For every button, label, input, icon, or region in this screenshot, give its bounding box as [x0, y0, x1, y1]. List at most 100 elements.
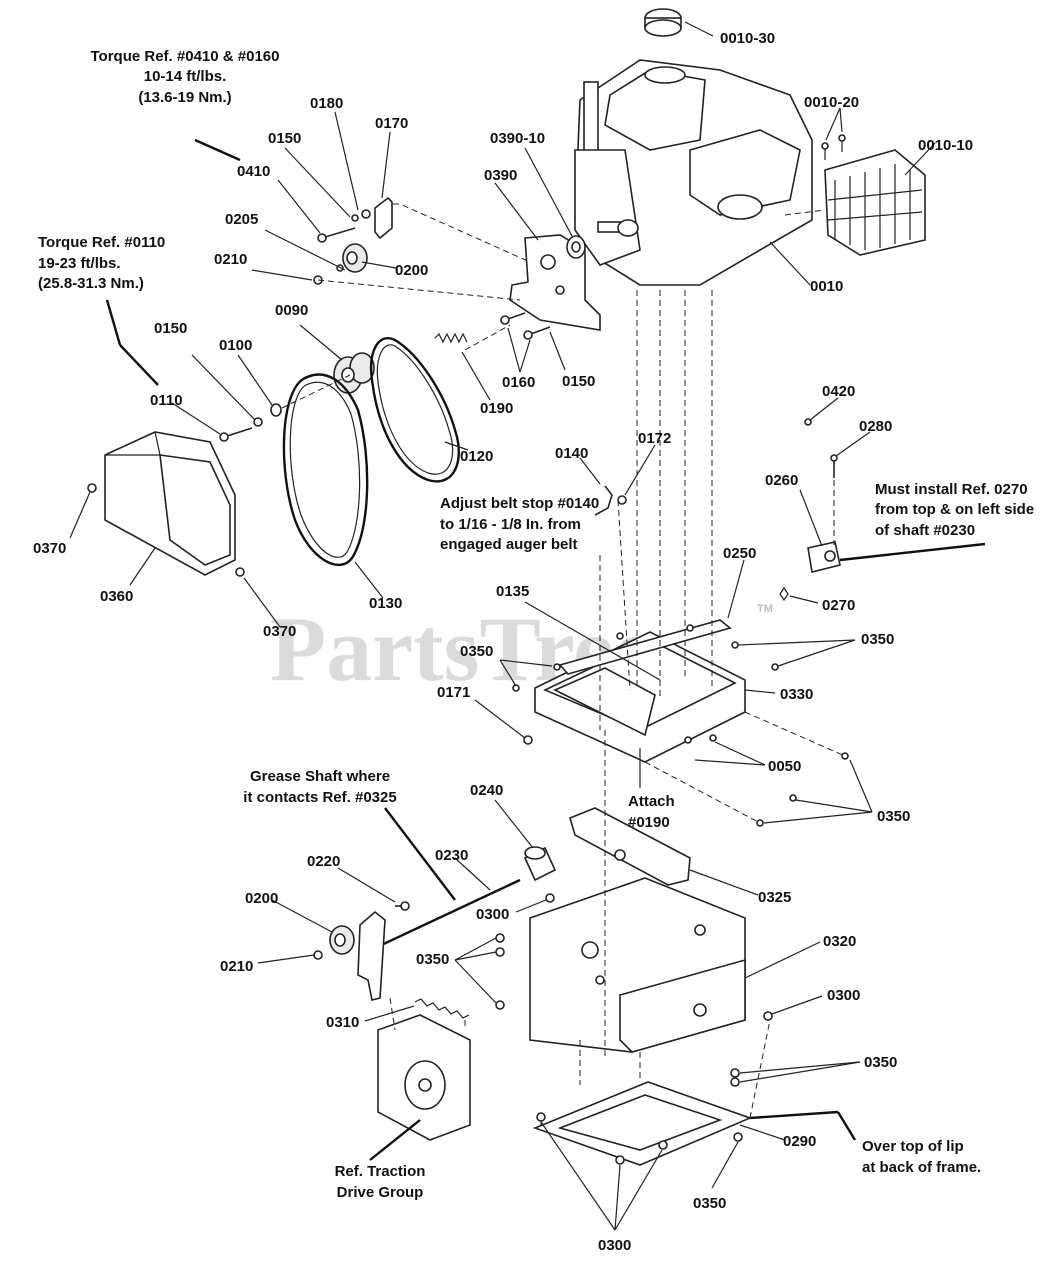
traction-drive-assembly	[377, 1014, 471, 1141]
note-over-lip: Over top of lip at back of frame.	[862, 1138, 981, 1176]
svg-text:at back of frame.: at back of frame.	[862, 1159, 981, 1176]
label-0280: 0280	[859, 418, 892, 435]
svg-text:(25.8-31.3 Nm.): (25.8-31.3 Nm.)	[38, 275, 144, 292]
bushing-0240	[523, 846, 557, 882]
label-0325: 0325	[758, 889, 791, 906]
label-0140: 0140	[555, 445, 588, 462]
label-0230: 0230	[435, 847, 468, 864]
svg-text:19-23 ft/lbs.: 19-23 ft/lbs.	[38, 255, 121, 272]
label-0170: 0170	[375, 115, 408, 132]
drive-belt-0130	[282, 373, 369, 567]
label-0300-bottom: 0300	[598, 1237, 631, 1254]
label-0160: 0160	[502, 374, 535, 391]
label-0135: 0135	[496, 583, 529, 600]
label-0310: 0310	[326, 1014, 359, 1031]
label-0120: 0120	[460, 448, 493, 465]
note-grease-shaft: Grease Shaft where it contacts Ref. #032…	[243, 768, 396, 806]
label-0250: 0250	[723, 545, 756, 562]
label-0220: 0220	[307, 853, 340, 870]
label-0210-top: 0210	[214, 251, 247, 268]
idler-pulley-0200-bottom	[313, 925, 355, 960]
svg-text:#0190: #0190	[628, 814, 670, 831]
label-0240: 0240	[470, 782, 503, 799]
belt-guard-bracket-0390	[509, 234, 601, 331]
trademark: TM	[757, 603, 773, 615]
label-0010-20: 0010-20	[804, 94, 859, 111]
svg-text:Torque Ref. #0410 & #0160: Torque Ref. #0410 & #0160	[91, 48, 280, 65]
label-0090: 0090	[275, 302, 308, 319]
label-0110: 0110	[150, 392, 183, 409]
label-0350-mid: 0350	[877, 808, 910, 825]
note-torque-0110: Torque Ref. #0110 19-23 ft/lbs. (25.8-31…	[38, 234, 165, 292]
bottom-plate-0290	[532, 1081, 753, 1166]
idler-arm-0220	[357, 901, 410, 1001]
label-0205: 0205	[225, 211, 258, 228]
label-0130: 0130	[369, 595, 402, 612]
svg-text:10-14 ft/lbs.: 10-14 ft/lbs.	[144, 68, 227, 85]
svg-text:Drive Group: Drive Group	[337, 1184, 424, 1201]
label-0350-frame: 0350	[416, 951, 449, 968]
label-0150-top: 0150	[268, 130, 301, 147]
seal-0390-10	[566, 235, 586, 259]
label-0300-right: 0300	[827, 987, 860, 1004]
label-0270: 0270	[822, 597, 855, 614]
label-0050: 0050	[768, 758, 801, 775]
shaft-0230	[374, 878, 521, 950]
label-0360: 0360	[100, 588, 133, 605]
belt-cover-0360	[87, 431, 245, 577]
label-0370-left: 0370	[33, 540, 66, 557]
label-0171: 0171	[437, 684, 470, 701]
note-belt-stop: Adjust belt stop #0140 to 1/16 - 1/8 In.…	[440, 495, 599, 553]
label-0350-lower-right: 0350	[864, 1054, 897, 1071]
label-0190: 0190	[480, 400, 513, 417]
belt-stop-0140	[594, 485, 627, 516]
clip-0420	[804, 418, 812, 426]
note-install-0270: Must install Ref. 0270 from top & on lef…	[875, 481, 1034, 539]
svg-text:Grease Shaft where: Grease Shaft where	[250, 768, 390, 785]
label-0350-bottom: 0350	[693, 1195, 726, 1212]
label-0390: 0390	[484, 167, 517, 184]
label-0260: 0260	[765, 472, 798, 489]
idler-pulley-0200-top	[342, 243, 368, 273]
bracket-0260	[807, 541, 841, 573]
hardware-0100-0150-0110	[219, 403, 282, 442]
bolts-0160	[500, 312, 551, 340]
svg-text:Over top of lip: Over top of lip	[862, 1138, 964, 1155]
label-0300-top: 0300	[476, 906, 509, 923]
idler-bracket-0170	[374, 196, 393, 240]
label-0330: 0330	[780, 686, 813, 703]
note-traction-drive: Ref. Traction Drive Group	[335, 1163, 426, 1201]
label-0010: 0010	[810, 278, 843, 295]
spring-0310	[414, 998, 470, 1019]
muffler-guard-0010-10	[824, 149, 926, 256]
label-0150-left: 0150	[154, 320, 187, 337]
svg-text:Adjust belt stop #0140: Adjust belt stop #0140	[440, 495, 599, 512]
label-0200-top: 0200	[395, 262, 428, 279]
label-0150-right: 0150	[562, 373, 595, 390]
label-0410: 0410	[237, 163, 270, 180]
label-0290: 0290	[783, 1133, 816, 1150]
auger-belt-0120	[369, 337, 460, 483]
label-0010-10: 0010-10	[918, 137, 973, 154]
bracket-0325	[569, 807, 691, 886]
label-0320: 0320	[823, 933, 856, 950]
cotter-0270	[779, 586, 789, 602]
label-0180: 0180	[310, 95, 343, 112]
label-0350-right: 0350	[861, 631, 894, 648]
svg-text:Ref. Traction: Ref. Traction	[335, 1163, 426, 1180]
svg-text:(13.6-19 Nm.): (13.6-19 Nm.)	[138, 89, 231, 106]
label-0172: 0172	[638, 430, 671, 447]
label-0010-30: 0010-30	[720, 30, 775, 47]
oil-cap-0010-30	[644, 8, 682, 37]
leader-lines	[69, 21, 986, 1231]
svg-text:Attach: Attach	[628, 793, 675, 810]
label-0350-left: 0350	[460, 643, 493, 660]
label-0210-bottom: 0210	[220, 958, 253, 975]
spring-0190	[434, 332, 468, 344]
screws-0010-20	[821, 134, 846, 160]
svg-text:to 1/16 - 1/8 In. from: to 1/16 - 1/8 In. from	[440, 516, 581, 533]
pin-0280	[830, 454, 838, 478]
svg-text:engaged auger belt: engaged auger belt	[440, 536, 578, 553]
label-0200-bottom: 0200	[245, 890, 278, 907]
